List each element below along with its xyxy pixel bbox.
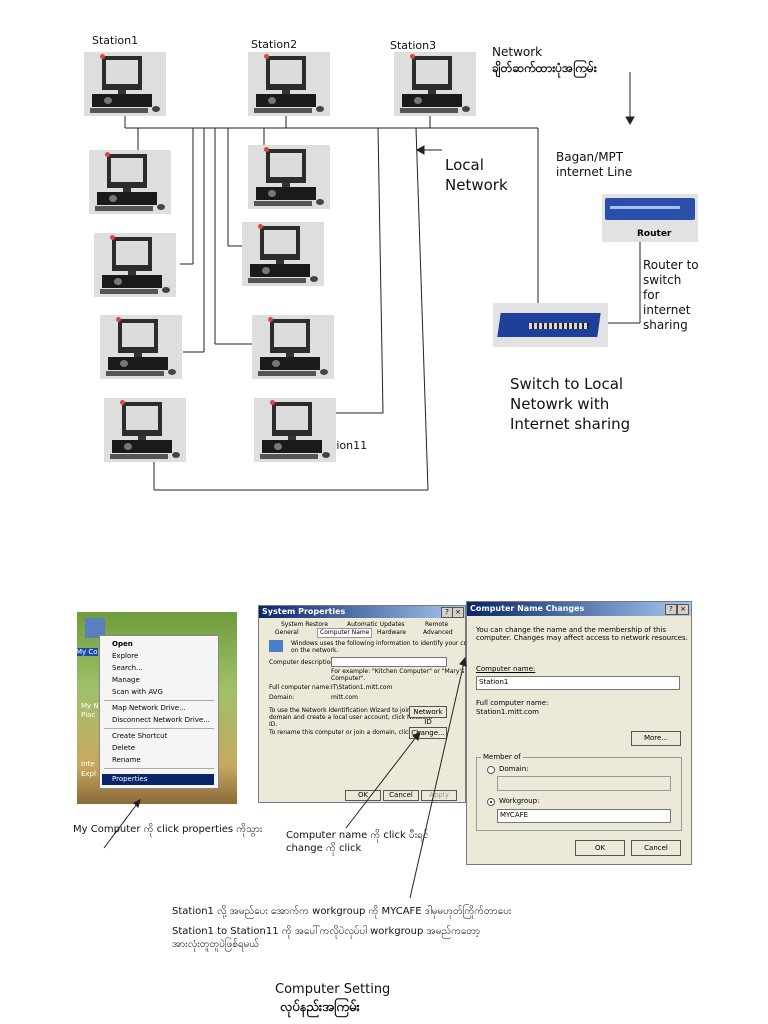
network-wiring [124, 72, 641, 491]
instruction-line-2: Station1 to Station11 ကို အပေါ်ကလိုပဲလုပ… [172, 926, 481, 937]
tab-system-restore[interactable]: System Restore [281, 621, 329, 628]
apply-button[interactable]: Apply [421, 790, 457, 801]
network-title: Network [492, 45, 543, 59]
computer-description-label: Computer description: [269, 659, 337, 666]
computer-name-label: Computer name: [476, 665, 536, 673]
full-computer-name-label: Full computer name: [476, 699, 549, 707]
menu-item-rename[interactable]: Rename [112, 756, 141, 764]
menu-item-create-shortcut[interactable]: Create Shortcut [112, 732, 168, 740]
local-network-label: Local Network [445, 156, 508, 194]
domain-value: mitt.com [331, 694, 358, 701]
router-label: Router [637, 229, 672, 239]
name-changes-titlebar: Computer Name Changes [467, 602, 691, 616]
menu-item-manage[interactable]: Manage [112, 676, 140, 684]
footer-title: Computer Setting [275, 982, 391, 997]
menu-item-properties-highlight [102, 774, 214, 785]
computer-icon [252, 315, 334, 379]
menu-item-map-drive[interactable]: Map Network Drive... [112, 704, 186, 712]
network-subtitle: ချိတ်ဆက်ထားပုံအကြမ်း [492, 61, 597, 75]
computer-icon [394, 52, 476, 116]
computer-icon [242, 222, 324, 286]
domain-label: Domain: [269, 694, 295, 701]
tab-hardware[interactable]: Hardware [377, 629, 406, 636]
tab-computer-name[interactable]: Computer Name [317, 628, 373, 638]
menu-item-delete[interactable]: Delete [112, 744, 135, 752]
domain-input[interactable] [497, 776, 671, 791]
computer-icon [100, 315, 182, 379]
menu-item-search[interactable]: Search... [112, 664, 143, 672]
my-computer-icon [85, 618, 105, 638]
computer-icon [89, 150, 171, 214]
more-button[interactable]: More... [631, 731, 681, 746]
instruction-line-3: အားလုံးတူတူပဲဖြစ်ရမယ် [172, 939, 260, 950]
computer-description-input[interactable] [331, 657, 447, 667]
computer-network-icon [269, 640, 283, 652]
computer-icon [248, 52, 330, 116]
network-id-button[interactable]: Network ID [409, 706, 447, 726]
system-properties-window: System Properties ? × System Restore Aut… [258, 605, 489, 803]
isp-line-label: Bagan/MPT internet Line [556, 150, 633, 179]
computer-icon [104, 398, 186, 462]
computer-icon [248, 145, 330, 209]
computer-name-input[interactable]: Station1 [476, 676, 680, 690]
station1-label: Station1 [92, 34, 139, 47]
menu-divider [104, 728, 214, 729]
station3-label: Station3 [390, 39, 437, 52]
full-computer-name-value: IT\Station1.mitt.com [331, 684, 393, 691]
caption-computer-name-1: Computer name ကို click ပီးရင် [286, 830, 429, 841]
tab-automatic-updates[interactable]: Automatic Updates [347, 621, 405, 628]
full-computer-name-value: Station1.mitt.com [476, 708, 539, 716]
switch-photo [493, 303, 608, 347]
menu-item-properties[interactable]: Properties [112, 775, 148, 783]
caption-my-computer: My Computer ကို click properties ကိုသွား [73, 824, 263, 835]
computer-icon [84, 52, 166, 116]
domain-radio[interactable] [487, 766, 495, 774]
desktop-label: My Co [77, 648, 98, 656]
tab-general[interactable]: General [275, 629, 299, 636]
menu-item-disconnect-drive[interactable]: Disconnect Network Drive... [112, 716, 210, 724]
ok-button[interactable]: OK [575, 840, 625, 856]
context-menu: Open Explore Search... Manage Scan with … [99, 635, 219, 789]
caption-computer-name-2: change ကို click [286, 843, 362, 854]
member-of-group [476, 757, 682, 831]
close-button[interactable]: × [452, 607, 464, 618]
router-photo: Router [602, 194, 698, 242]
menu-item-scan-avg[interactable]: Scan with AVG [112, 688, 163, 696]
ok-button[interactable]: OK [345, 790, 381, 801]
full-computer-name-label: Full computer name: [269, 684, 332, 691]
tab-advanced[interactable]: Advanced [423, 629, 453, 636]
workgroup-input[interactable]: MYCAFE [497, 809, 671, 823]
workgroup-option-label: Workgroup: [499, 797, 540, 805]
menu-item-explore[interactable]: Explore [112, 652, 139, 660]
help-button[interactable]: ? [665, 604, 677, 615]
menu-divider [104, 700, 214, 701]
footer-subtitle: လုပ်နည်းအကြမ်း [280, 1000, 360, 1015]
workgroup-radio[interactable] [487, 798, 495, 806]
station2-label: Station2 [251, 38, 298, 51]
close-button[interactable]: × [677, 604, 689, 615]
cancel-button[interactable]: Cancel [383, 790, 419, 801]
menu-item-open[interactable]: Open [112, 640, 133, 648]
domain-option-label: Domain: [499, 765, 529, 773]
computer-name-changes-window: Computer Name Changes ? × You can change… [466, 601, 692, 865]
desktop-screenshot: My Co My N Plac Inte Expl Open Explore S… [77, 612, 237, 804]
menu-divider [104, 768, 214, 769]
switch-note: Switch to Local Netowrk with Internet sh… [510, 375, 631, 433]
computer-icon [254, 398, 336, 462]
member-of-label: Member of [481, 753, 523, 761]
instruction-line-1: Station1 လို့ အမည်ပေး အောက်က workgroup က… [172, 906, 512, 917]
router-icon [605, 198, 695, 220]
tab-remote[interactable]: Remote [425, 621, 449, 628]
computer-icon [94, 233, 176, 297]
router-note: Router to switch for internet sharing [643, 258, 699, 332]
system-properties-titlebar: System Properties [259, 606, 465, 618]
callout-arrows [103, 656, 467, 899]
cancel-button[interactable]: Cancel [631, 840, 681, 856]
